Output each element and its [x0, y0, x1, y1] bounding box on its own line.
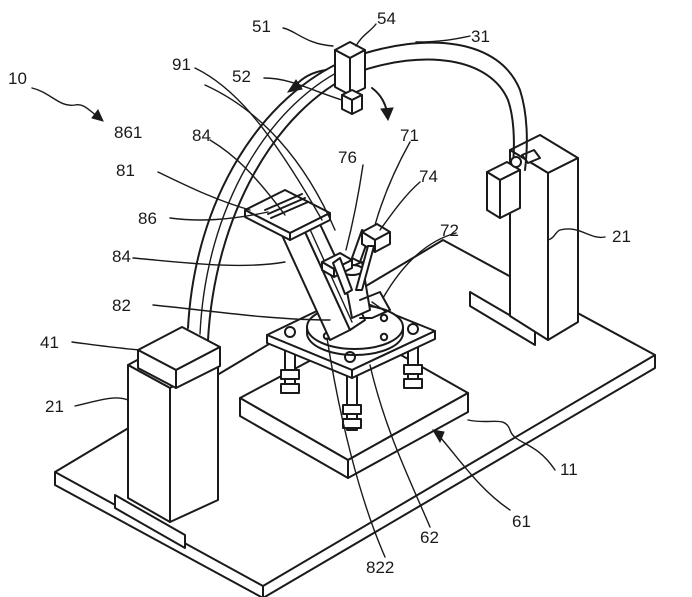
rail-clamp-right	[486, 156, 522, 219]
ref-84-top: 84	[192, 126, 211, 145]
ref-21-left: 21	[45, 397, 64, 416]
ref-861: 861	[114, 123, 142, 142]
guide-block-41	[137, 326, 221, 389]
ref-71: 71	[400, 126, 419, 145]
ref-54: 54	[377, 9, 396, 28]
reference-numerals: 10 51 54 31 91 52 71 76 74 72 861 84 81 …	[8, 9, 631, 577]
ref-822: 822	[366, 558, 394, 577]
ref-31: 31	[471, 27, 490, 46]
ref-21-right: 21	[612, 227, 631, 246]
ref-11: 11	[560, 460, 578, 479]
ref-81: 81	[116, 161, 135, 180]
cable-91	[204, 84, 336, 231]
ref-76: 76	[338, 148, 357, 167]
ref-86: 86	[138, 209, 157, 228]
right-column	[469, 134, 579, 346]
ref-62: 62	[420, 528, 439, 547]
ref-82: 82	[112, 296, 131, 315]
arc-rail	[187, 41, 528, 341]
ref-10: 10	[8, 69, 27, 88]
leader-lines	[31, 23, 606, 558]
ref-61: 61	[512, 512, 531, 531]
ref-74: 74	[419, 167, 438, 186]
ref-51: 51	[252, 17, 271, 36]
ref-72: 72	[440, 221, 459, 240]
clamp-jaws	[321, 223, 391, 295]
ref-84-bottom: 84	[112, 247, 131, 266]
slider-carriage	[334, 41, 366, 115]
ref-52: 52	[232, 67, 251, 86]
ref-41: 41	[40, 333, 59, 352]
ref-91: 91	[172, 55, 191, 74]
work-platform-86	[244, 189, 331, 241]
